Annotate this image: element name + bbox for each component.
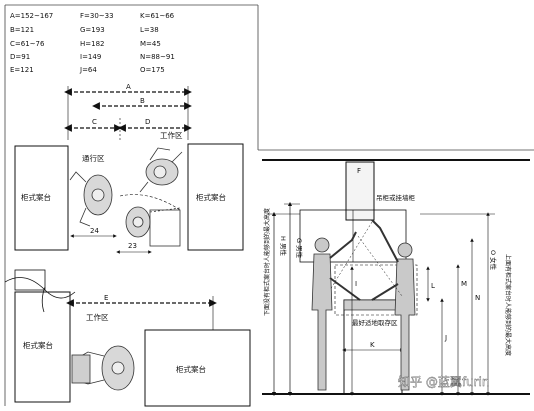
dim-label-o: O 女性 [489,250,498,271]
left-caption: 下面没有柜式案台时人能够到的最大高度 [263,208,271,316]
person-figure-plan [139,147,183,193]
dim-label-e: E [104,294,108,302]
right-counter-label: 柜式案台 [196,192,226,202]
work-zone-label: 工作区 [86,312,109,322]
legend-item: N=88~91 [140,53,175,61]
dimension-legend: A=152~167 B=121 C=61~76 D=91 E=121 F=30~… [10,12,175,74]
dim-label-j: J [444,334,447,342]
left-counter-label: 柜式案台 [21,192,51,202]
person-figure-plan [69,171,113,227]
dim-label-f: F [357,167,361,175]
person-figure-elevation [371,219,416,391]
dim-label-h: H 男性 [279,236,288,256]
cabinet-label: 吊柜或挂墙柜 [376,193,416,202]
right-counter-label: 柜式案台 [176,364,206,374]
dim-label-a: A [126,83,131,91]
pass-zone-label: 通行区 [82,153,105,163]
dim-label-24: 24 [90,227,99,235]
legend-item: C=61~76 [10,40,45,48]
dim-label-m: M [461,280,467,288]
work-area-label: 最好适地取存区 [352,318,398,327]
legend-item: F=30~33 [80,12,114,20]
legend-item: L=38 [140,26,159,34]
top-plan-view: A B C D 工作区 通行区 柜式案台 柜式案台 [14,83,244,254]
dim-label-l: L [431,282,435,290]
dim-label-d: D [145,118,150,126]
legend-item: G=193 [80,26,105,34]
dim-label-i: I [355,280,357,288]
dim-label-c: C [92,118,97,126]
right-caption: 上面有柜式案台时人能够到的最大高度 [504,254,512,356]
legend-item: A=152~167 [10,12,53,20]
legend-item: E=121 [10,66,34,74]
legend-item: O=175 [140,66,165,74]
legend-item: M=45 [140,40,161,48]
legend-item: J=64 [79,66,97,74]
dim-label-g: G 男性 [295,238,304,259]
watermark-text: 知乎 @蓝翼furin [398,375,490,389]
work-zone-label: 工作区 [160,130,183,140]
person-figure-elevation [311,231,361,391]
legend-item: D=91 [10,53,30,61]
person-figure-plan [71,345,135,391]
dim-label-k: K [370,341,375,349]
legend-item: K=61~66 [140,12,175,20]
dim-label-23: 23 [128,242,137,250]
legend-item: I=149 [80,53,101,61]
dim-label-n: N [475,294,480,302]
bottom-plan-view: E 工作区 柜式案台 柜式案台 [4,269,251,407]
left-counter-label: 柜式案台 [23,340,53,350]
dim-label-b: B [140,97,145,105]
person-figure-plan [125,206,181,247]
legend-item: H=182 [80,40,105,48]
elevation-view: F 吊柜或挂墙柜 最好适地取存区 K [262,159,530,397]
legend-item: B=121 [10,26,34,34]
